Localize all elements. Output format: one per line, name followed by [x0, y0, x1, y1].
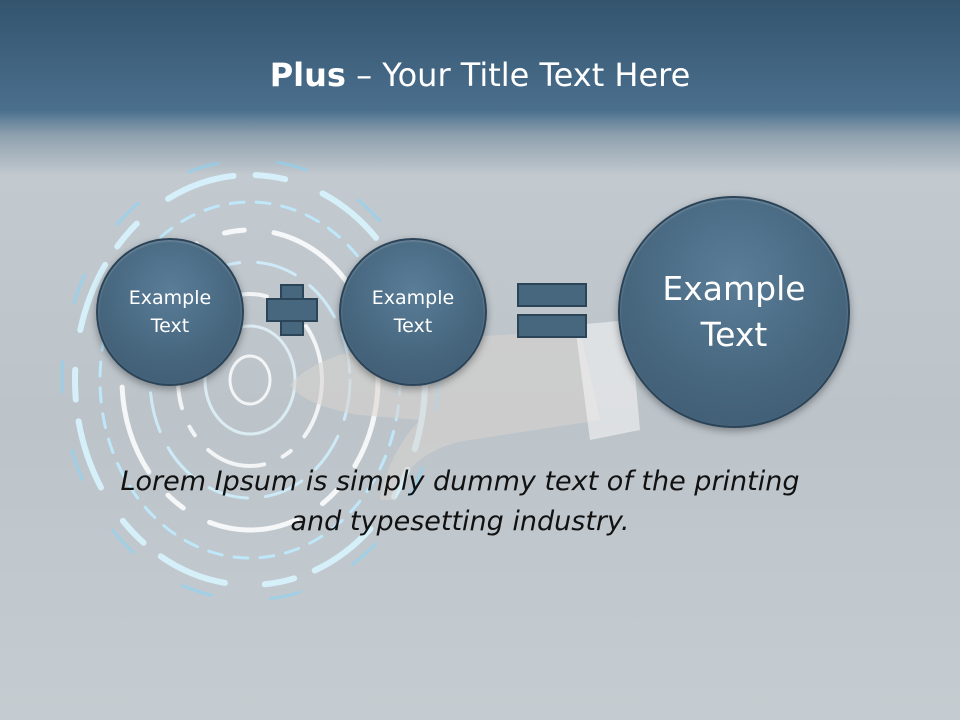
example-circle-2-label: Example Text: [371, 287, 455, 337]
slide-title: Plus – Your Title Text Here: [0, 50, 960, 100]
title-rest: – Your Title Text Here: [345, 56, 691, 94]
example-circle-result[interactable]: Example Text: [618, 196, 850, 428]
title-bold: Plus: [269, 56, 346, 94]
example-circle-1[interactable]: Example Text: [96, 238, 244, 386]
example-circle-2[interactable]: Example Text: [339, 238, 487, 386]
example-circle-result-label: Example Text: [662, 269, 806, 354]
caption-text: Lorem Ipsum is simply dummy text of the …: [120, 466, 800, 537]
example-circle-1-label: Example Text: [128, 287, 212, 337]
